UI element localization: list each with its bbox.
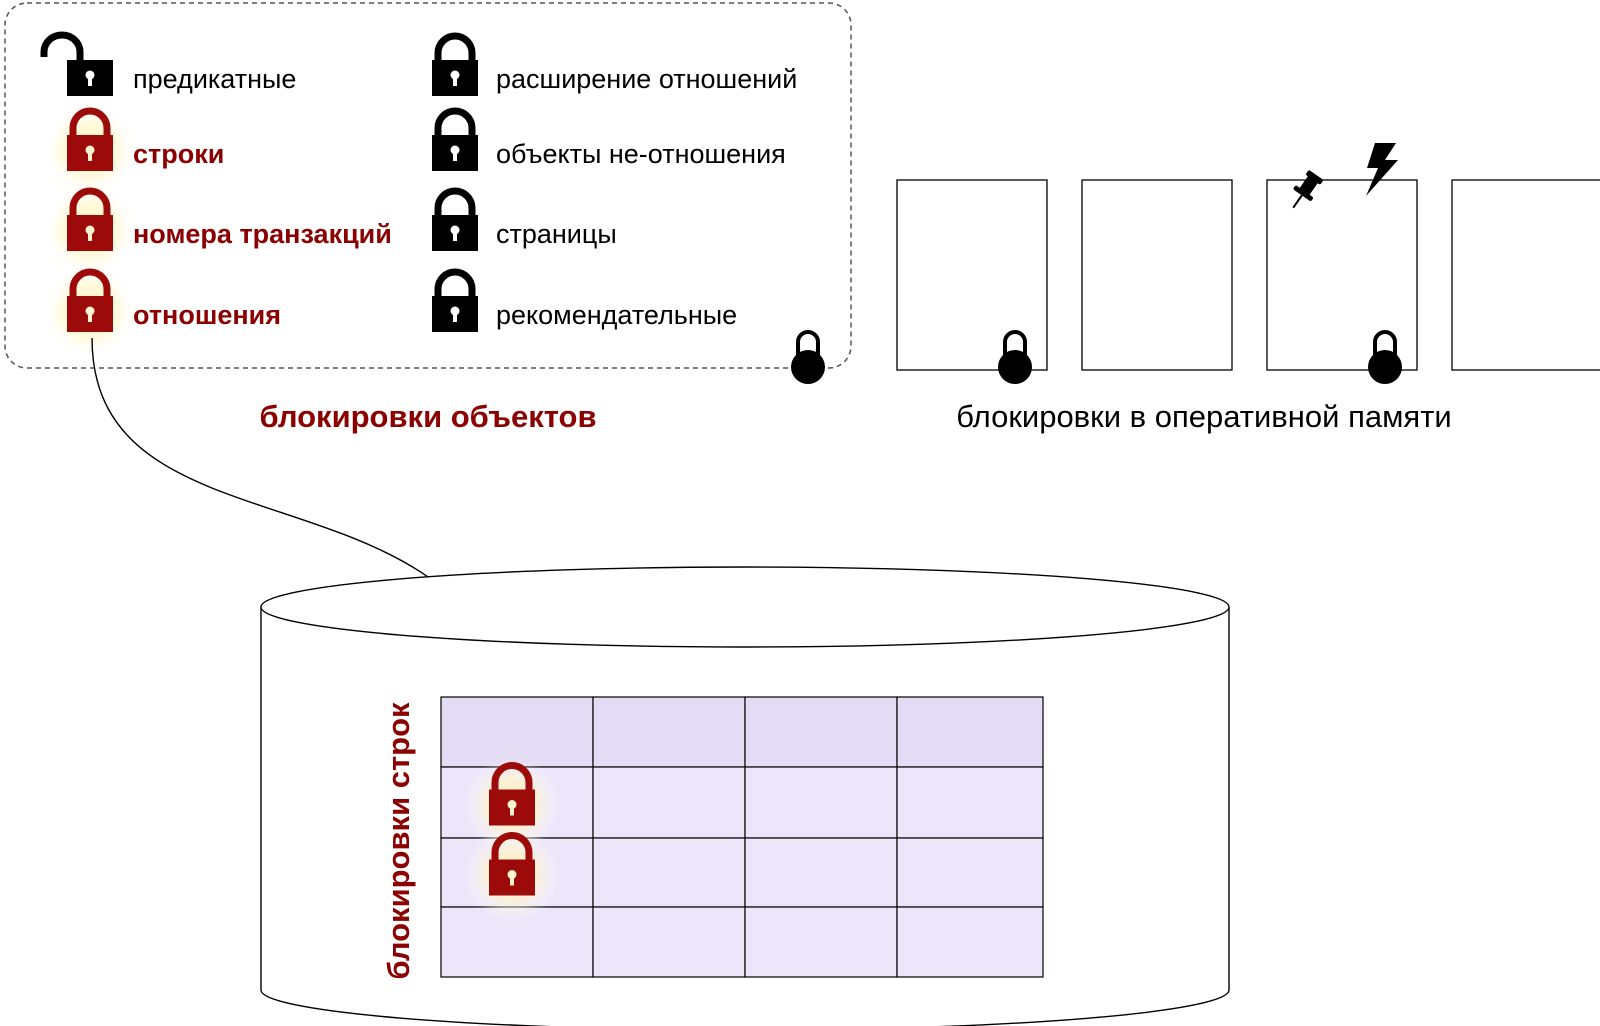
- memory-pages: [896, 143, 1600, 384]
- object-locks-title: блокировки объектов: [259, 399, 596, 434]
- unlocked-padlock-icon: [40, 31, 113, 96]
- lock-label-transaction-ids: номера транзакций: [133, 219, 392, 249]
- padlock-icon: [42, 263, 138, 359]
- table-cell: [592, 837, 746, 908]
- right-lock-icons: [432, 32, 478, 332]
- table-cell: [592, 696, 746, 768]
- table-cell: [896, 766, 1044, 839]
- padlock-icon: [42, 102, 138, 198]
- table-cell: [744, 766, 898, 839]
- table-cell: [744, 696, 898, 768]
- memory-page: [1081, 179, 1233, 371]
- lock-label-advisory: рекомендательные: [496, 300, 737, 330]
- padlock-icon: [42, 182, 138, 278]
- table-cell: [744, 906, 898, 978]
- padlock-icon: [464, 826, 560, 923]
- lock-label-predicate: предикатные: [133, 64, 296, 94]
- padlock-icon: [432, 268, 478, 332]
- memory-page: [1266, 143, 1418, 384]
- round-padlock-icon: [791, 330, 825, 384]
- table-cell: [896, 837, 1044, 908]
- padlock-icon: [432, 32, 478, 96]
- row-table: [440, 696, 1044, 978]
- memory-page: [896, 179, 1048, 384]
- lock-label-rows: строки: [133, 139, 224, 169]
- round-padlock-icon: [1368, 330, 1402, 384]
- left-lock-icons: [40, 31, 138, 359]
- pushpin-icon: [1292, 170, 1323, 209]
- row-locks-title: блокировки строк: [381, 702, 416, 980]
- round-padlock-icon: [998, 330, 1032, 384]
- padlock-icon: [464, 756, 560, 853]
- object-locks-frame: [4, 2, 852, 369]
- table-cell: [440, 696, 594, 768]
- table-cell: [592, 766, 746, 839]
- table-cell: [592, 906, 746, 978]
- lock-label-pages: страницы: [496, 219, 617, 249]
- memory-locks-title: блокировки в оперативной памяти: [956, 399, 1451, 434]
- table-cell: [744, 837, 898, 908]
- lock-label-relation-extension: расширение отношений: [496, 64, 797, 94]
- memory-page: [1451, 179, 1600, 371]
- lightning-icon: [1366, 143, 1398, 196]
- padlock-icon: [432, 187, 478, 251]
- lock-label-non-relation-objects: объекты не-отношения: [496, 139, 786, 169]
- padlock-icon: [432, 107, 478, 171]
- lock-label-relations: отношения: [133, 300, 281, 330]
- table-cell: [896, 906, 1044, 978]
- table-cell: [896, 696, 1044, 768]
